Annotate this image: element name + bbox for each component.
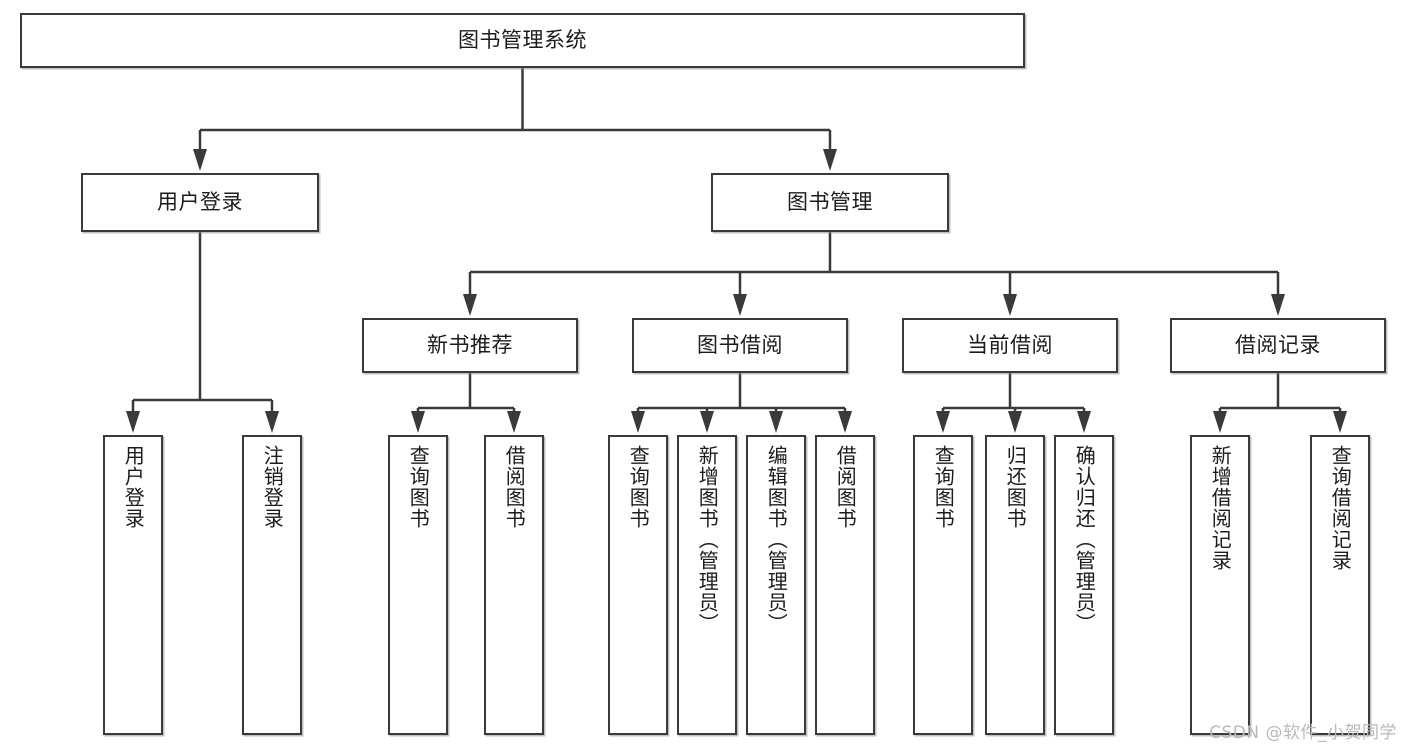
watermark-text: CSDN @软件_小贺同学 <box>1209 723 1397 743</box>
node-label-leaf-query-book-1: 查询图书 <box>406 445 431 529</box>
node-leaf-user-login[interactable]: 用户登录 <box>103 435 163 735</box>
arrowhead-leaf-user-login <box>126 411 140 433</box>
node-borrow-record[interactable]: 借阅记录 <box>1170 318 1386 373</box>
arrowhead-user-login <box>193 149 207 171</box>
node-new-book-recommend[interactable]: 新书推荐 <box>362 318 578 373</box>
node-root[interactable]: 图书管理系统 <box>20 13 1025 68</box>
arrowhead-current-borrow <box>1003 294 1017 316</box>
arrowhead-new-book-recommend <box>463 294 477 316</box>
node-leaf-return-book[interactable]: 归还图书 <box>985 435 1045 735</box>
node-book-management[interactable]: 图书管理 <box>711 173 949 232</box>
node-leaf-add-borrow-record[interactable]: 新增借阅记录 <box>1190 435 1250 735</box>
node-label-leaf-query-book-3: 查询图书 <box>931 445 956 529</box>
arrowhead-borrow-record <box>1271 294 1285 316</box>
node-leaf-query-borrow-record[interactable]: 查询借阅记录 <box>1310 435 1370 735</box>
node-label-leaf-borrow-book-2: 借阅图书 <box>833 445 858 529</box>
arrowhead-leaf-user-logout <box>265 411 279 433</box>
arrowhead-leaf-return-book <box>1008 411 1022 433</box>
node-label-user-login: 用户登录 <box>157 189 243 214</box>
node-label-leaf-add-borrow-record: 新增借阅记录 <box>1208 445 1233 571</box>
arrowhead-leaf-add-borrow-record <box>1213 411 1227 433</box>
node-label-leaf-query-book-2: 查询图书 <box>626 445 651 529</box>
node-leaf-query-book-1[interactable]: 查询图书 <box>388 435 448 735</box>
node-label-new-book-recommend: 新书推荐 <box>427 332 513 357</box>
node-leaf-edit-book-admin[interactable]: 编辑图书（管理员） <box>746 435 806 735</box>
node-label-leaf-return-book: 归还图书 <box>1003 445 1028 529</box>
node-label-leaf-add-book-admin: 新增图书（管理员） <box>695 445 720 634</box>
node-leaf-confirm-return-admin[interactable]: 确认归还（管理员） <box>1054 435 1114 735</box>
arrowhead-leaf-query-borrow-record <box>1333 411 1347 433</box>
node-label-book-management: 图书管理 <box>787 189 873 214</box>
node-book-borrow[interactable]: 图书借阅 <box>632 318 848 373</box>
node-label-leaf-borrow-book-1: 借阅图书 <box>502 445 527 529</box>
arrowhead-leaf-edit-book-admin <box>769 411 783 433</box>
node-leaf-query-book-3[interactable]: 查询图书 <box>913 435 973 735</box>
arrowhead-leaf-query-book-2 <box>631 411 645 433</box>
arrowhead-leaf-confirm-return-admin <box>1077 411 1091 433</box>
node-label-leaf-confirm-return-admin: 确认归还（管理员） <box>1072 445 1097 634</box>
arrowhead-book-borrow <box>733 294 747 316</box>
node-label-leaf-query-borrow-record: 查询借阅记录 <box>1328 445 1353 571</box>
node-label-leaf-user-logout: 注销登录 <box>260 445 285 529</box>
arrowhead-leaf-borrow-book-1 <box>507 411 521 433</box>
node-leaf-add-book-admin[interactable]: 新增图书（管理员） <box>677 435 737 735</box>
node-label-borrow-record: 借阅记录 <box>1235 332 1321 357</box>
node-label-book-borrow: 图书借阅 <box>697 332 783 357</box>
node-current-borrow[interactable]: 当前借阅 <box>902 318 1118 373</box>
node-label-root: 图书管理系统 <box>458 27 587 52</box>
node-leaf-borrow-book-1[interactable]: 借阅图书 <box>484 435 544 735</box>
arrowhead-leaf-add-book-admin <box>700 411 714 433</box>
arrowhead-leaf-query-book-1 <box>411 411 425 433</box>
node-label-current-borrow: 当前借阅 <box>967 332 1053 357</box>
arrowhead-leaf-borrow-book-2 <box>838 411 852 433</box>
node-leaf-borrow-book-2[interactable]: 借阅图书 <box>815 435 875 735</box>
node-label-leaf-user-login: 用户登录 <box>121 445 146 529</box>
arrowhead-book-management <box>823 149 837 171</box>
node-leaf-user-logout[interactable]: 注销登录 <box>242 435 302 735</box>
node-leaf-query-book-2[interactable]: 查询图书 <box>608 435 668 735</box>
arrowhead-leaf-query-book-3 <box>936 411 950 433</box>
node-label-leaf-edit-book-admin: 编辑图书（管理员） <box>764 445 789 634</box>
node-user-login[interactable]: 用户登录 <box>81 173 319 232</box>
